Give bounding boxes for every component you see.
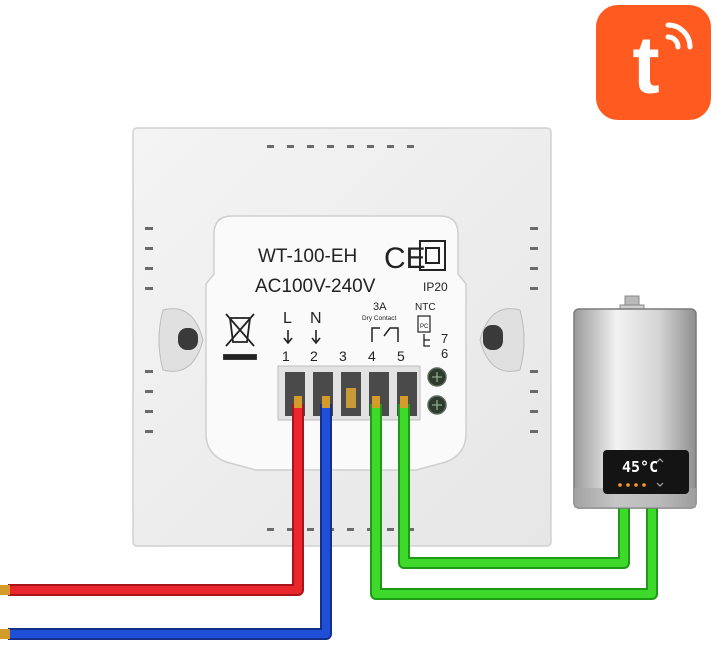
- contact-wire-4: [370, 396, 658, 600]
- boiler-control-panel: [603, 450, 689, 494]
- relay-type: Dry Contact: [362, 315, 397, 322]
- ce-mark: CE: [384, 242, 426, 275]
- terminal-number-5: 5: [397, 348, 405, 364]
- ip-rating: IP20: [423, 280, 448, 294]
- ntc-terminal-6: 6: [441, 346, 448, 361]
- top-vents: [267, 145, 414, 148]
- boiler: 45°C: [573, 295, 697, 509]
- boiler-buttons: [618, 483, 646, 487]
- live-wire: [0, 396, 304, 596]
- ntc-sensor-icon: [417, 315, 431, 333]
- neutral-wire: [0, 396, 332, 640]
- relay-rating: 3A: [373, 301, 387, 313]
- terminal-number-3: 3: [339, 348, 347, 364]
- terminal-number-1: 1: [282, 348, 290, 364]
- ntc-symbol: PC: [420, 324, 429, 330]
- contact-wire-5: [398, 396, 630, 569]
- ntc-screw-terminals: [427, 367, 447, 415]
- double-insulation-icon: [419, 240, 446, 271]
- ntc-label: NTC: [415, 302, 436, 313]
- right-vents: [530, 227, 538, 433]
- model-label: WT-100-EH: [258, 246, 357, 267]
- tuya-logo-icon: t: [632, 20, 693, 111]
- line-label: L: [283, 310, 292, 327]
- down-arrow-icons: [283, 330, 321, 345]
- voltage-label: AC100V-240V: [255, 276, 376, 297]
- boiler-display-temp: 45°C: [622, 458, 658, 476]
- neutral-label: N: [310, 310, 322, 327]
- terminal-number-2: 2: [310, 348, 318, 364]
- left-mounting-slot: [158, 308, 204, 372]
- ntc-terminal-7: 7: [441, 331, 448, 346]
- relay-contact-icon: [371, 327, 399, 342]
- tuya-logo: t: [596, 5, 711, 120]
- left-vents: [145, 227, 153, 433]
- terminal-number-4: 4: [368, 348, 376, 364]
- tuya-logo-letter: t: [632, 20, 659, 111]
- right-mounting-slot: [479, 308, 525, 372]
- weee-bin-icon: [223, 313, 257, 360]
